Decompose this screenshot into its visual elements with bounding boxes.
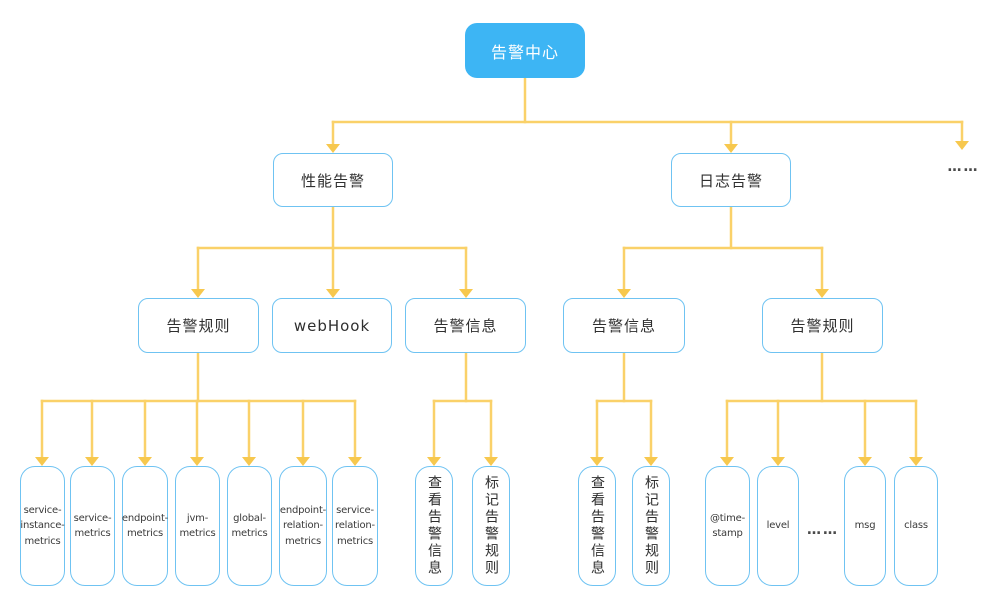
arrowhead-down-icon (955, 141, 969, 150)
node-webhook[interactable]: webHook (272, 298, 392, 353)
arrowhead-down-icon (909, 457, 923, 466)
node-perf-mark-alert-rules[interactable]: 标记告警规则 (472, 466, 510, 586)
arrowhead-down-icon (348, 457, 362, 466)
node-alert-center[interactable]: 告警中心 (465, 23, 585, 78)
arrowhead-down-icon (85, 457, 99, 466)
arrowhead-down-icon (858, 457, 872, 466)
arrowhead-down-icon (590, 457, 604, 466)
arrowhead-down-icon (190, 457, 204, 466)
arrowhead-down-icon (326, 289, 340, 298)
node-log-alert-info[interactable]: 告警信息 (563, 298, 685, 353)
arrowhead-down-icon (191, 289, 205, 298)
node-perf-alert[interactable]: 性能告警 (273, 153, 393, 207)
node-jvm-metrics[interactable]: jvm-metrics (175, 466, 220, 586)
node-service-metrics[interactable]: service-metrics (70, 466, 115, 586)
arrowhead-down-icon (242, 457, 256, 466)
node-global-metrics[interactable]: global-metrics (227, 466, 272, 586)
node-perf-view-alert-info[interactable]: 查看告警信息 (415, 466, 453, 586)
arrowhead-down-icon (138, 457, 152, 466)
arrowhead-down-icon (644, 457, 658, 466)
arrowhead-down-icon (459, 289, 473, 298)
node-class-field[interactable]: class (894, 466, 938, 586)
node-log-alert-rules[interactable]: 告警规则 (762, 298, 883, 353)
arrowhead-down-icon (771, 457, 785, 466)
node-service-relation-metrics[interactable]: service-relation-metrics (332, 466, 378, 586)
node-timestamp-field[interactable]: @time-stamp (705, 466, 750, 586)
arrowhead-down-icon (484, 457, 498, 466)
arrowhead-down-icon (35, 457, 49, 466)
node-log-alert[interactable]: 日志告警 (671, 153, 791, 207)
node-log-mark-alert-rules[interactable]: 标记告警规则 (632, 466, 670, 586)
node-service-instance-metrics[interactable]: service-instance-metrics (20, 466, 65, 586)
arrowhead-down-icon (724, 144, 738, 153)
node-level-field[interactable]: level (757, 466, 799, 586)
arrowhead-down-icon (296, 457, 310, 466)
node-endpoint-metrics[interactable]: endpoint-metrics (122, 466, 168, 586)
arrowhead-down-icon (617, 289, 631, 298)
node-more-branches-ellipsis: …… (947, 159, 980, 175)
node-perf-alert-info[interactable]: 告警信息 (405, 298, 526, 353)
node-perf-alert-rules[interactable]: 告警规则 (138, 298, 259, 353)
node-more-fields-ellipsis: …… (807, 522, 839, 538)
node-msg-field[interactable]: msg (844, 466, 886, 586)
arrowhead-down-icon (720, 457, 734, 466)
arrowhead-down-icon (815, 289, 829, 298)
node-endpoint-relation-metrics[interactable]: endpoint-relation-metrics (279, 466, 327, 586)
arrowhead-down-icon (326, 144, 340, 153)
node-log-view-alert-info[interactable]: 查看告警信息 (578, 466, 616, 586)
arrowhead-down-icon (427, 457, 441, 466)
